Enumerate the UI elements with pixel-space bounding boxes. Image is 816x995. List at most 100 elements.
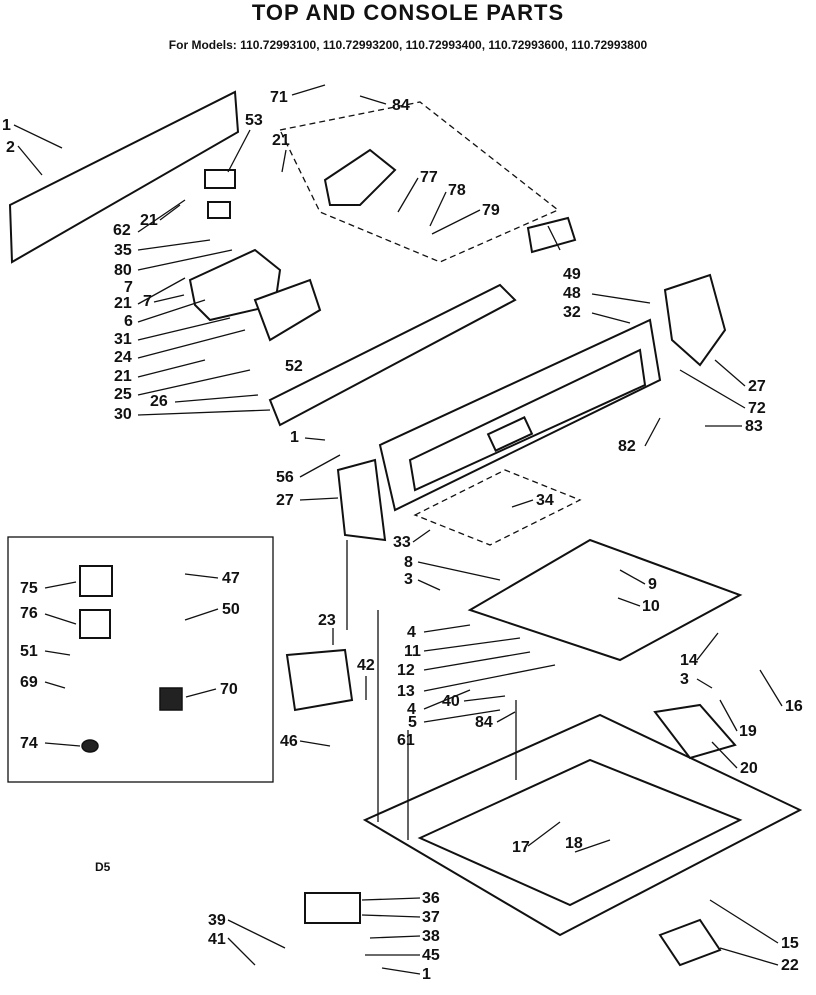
callout-label: 51	[20, 643, 38, 660]
callout-label: 79	[482, 202, 500, 219]
callout-label: 1	[2, 117, 11, 134]
callout-label: 13	[397, 683, 415, 700]
lid-switch-36	[304, 892, 361, 924]
callout-label: 18	[565, 835, 583, 852]
model-list: For Models: 110.72993100, 110.72993200, …	[168, 38, 648, 52]
callout-label: 21	[272, 132, 290, 149]
callout-label: 35	[114, 242, 132, 259]
callout-label: 17	[512, 839, 530, 856]
callout-label: 38	[422, 928, 440, 945]
callout-label: 12	[397, 662, 415, 679]
switch-group-outline	[279, 101, 560, 263]
callout-label: 8	[404, 554, 413, 571]
cover-23	[285, 648, 354, 712]
callout-label: 1	[290, 429, 299, 446]
callout-label: 80	[114, 262, 132, 279]
lid-opening	[417, 758, 743, 907]
switch-24	[253, 278, 322, 342]
callout-label: 37	[422, 909, 440, 926]
callout-label: 30	[114, 406, 132, 423]
callout-label: 70	[220, 681, 238, 698]
callout-label: 1	[422, 966, 431, 983]
callout-label: 19	[739, 723, 757, 740]
callout-label: 45	[422, 947, 440, 964]
callout-label: 41	[208, 931, 226, 948]
callout-label: 84	[392, 97, 410, 114]
part-74	[81, 739, 99, 753]
callout-label: 78	[448, 182, 466, 199]
callout-label: 40	[442, 693, 460, 710]
rear-panel	[8, 90, 240, 264]
callout-label: 7	[124, 279, 133, 296]
callout-label: 4	[407, 624, 416, 641]
callout-label: 34	[536, 492, 554, 509]
main-top	[467, 538, 743, 662]
callout-label: 25	[114, 386, 132, 403]
switch-53	[204, 169, 236, 189]
callout-label: 74	[20, 735, 38, 752]
callout-label: 36	[422, 890, 440, 907]
callout-label: 47	[222, 570, 240, 587]
callout-label: 71	[270, 89, 288, 106]
part-75	[79, 565, 113, 597]
callout-label: 20	[740, 760, 758, 777]
callout-label: 69	[20, 674, 38, 691]
console-face	[408, 348, 647, 492]
callout-label: 6	[124, 313, 133, 330]
callout-label: 26	[150, 393, 168, 410]
callout-label: 62	[113, 222, 131, 239]
callout-label: 9	[648, 576, 657, 593]
callout-label: 39	[208, 912, 226, 929]
callout-label: 50	[222, 601, 240, 618]
callout-label: 61	[397, 732, 415, 749]
callout-label: 3	[680, 671, 689, 688]
callout-label: 46	[280, 733, 298, 750]
callout-label: 33	[393, 534, 411, 551]
callout-label: 11	[404, 643, 421, 660]
console-bracket	[268, 283, 517, 427]
leader-lines	[13, 84, 783, 975]
part-70	[159, 687, 183, 711]
callout-label: 22	[781, 957, 799, 974]
callout-label: 82	[618, 438, 636, 455]
callout-label: 7	[143, 293, 152, 310]
diagram-code: D5	[95, 860, 111, 874]
callout-label: 32	[563, 304, 581, 321]
callout-label: 24	[114, 349, 132, 366]
callout-label: 27	[748, 378, 766, 395]
console-window	[486, 416, 534, 452]
end-cap-left	[336, 458, 387, 542]
callout-label: 2	[6, 139, 15, 156]
callout-label: 72	[748, 400, 766, 417]
callout-label: 42	[357, 657, 375, 674]
callout-label: 49	[563, 266, 581, 283]
callout-label: 56	[276, 469, 294, 486]
callout-label: 31	[114, 331, 132, 348]
callout-label: 77	[420, 169, 438, 186]
callout-label: 48	[563, 285, 581, 302]
page-title: TOP AND CONSOLE PARTS	[251, 0, 565, 25]
hinge-22	[658, 918, 722, 967]
part-76	[79, 609, 111, 639]
switch-bracket	[323, 148, 397, 206]
callout-label: 15	[781, 935, 799, 952]
switch-34-outline	[413, 469, 582, 546]
callout-label: 76	[20, 605, 38, 622]
callout-label: 27	[276, 492, 294, 509]
callout-label: 4	[407, 701, 416, 718]
callout-label: 21	[114, 368, 132, 385]
callout-label: 52	[285, 358, 303, 375]
callout-label: 75	[20, 580, 38, 597]
callout-label: 53	[245, 112, 263, 129]
end-cap-right	[663, 273, 727, 367]
callout-label: 16	[785, 698, 803, 715]
callout-label: 5	[408, 714, 417, 731]
inset-border	[7, 536, 274, 783]
callout-label: 3	[404, 571, 413, 588]
callout-label: 84	[475, 714, 493, 731]
callout-label: 83	[745, 418, 763, 435]
overlay-49	[526, 216, 577, 254]
callout-label: 10	[642, 598, 660, 615]
